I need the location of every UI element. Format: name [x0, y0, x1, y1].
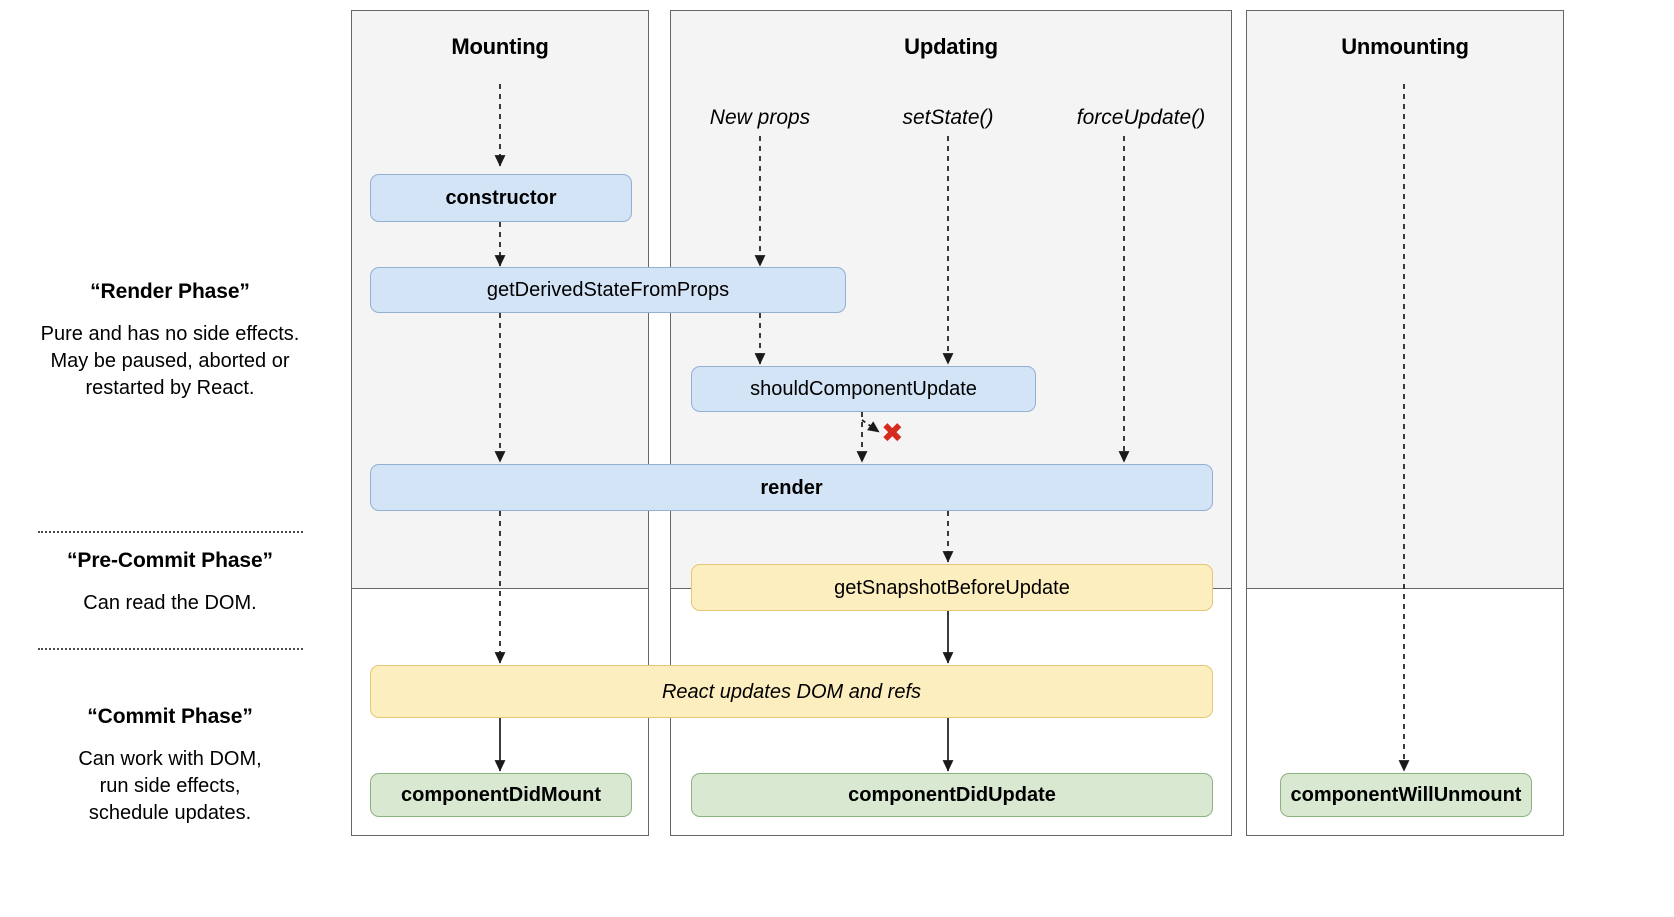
lane-title-mounting: Mounting [451, 34, 549, 59]
legend-divider-bottom [38, 648, 303, 650]
legend-commit-phase-body: Can work with DOM, run side effects, sch… [78, 748, 262, 825]
legend-pre-commit-phase-title: “Pre-Commit Phase” [67, 549, 273, 572]
node-get-derived-state-from-props[interactable]: getDerivedStateFromProps [370, 267, 846, 313]
legend-render-phase-body: Pure and has no side effects. May be pau… [40, 323, 300, 400]
node-should-component-update[interactable]: shouldComponentUpdate [691, 366, 1036, 412]
lane-title-unmounting: Unmounting [1341, 34, 1469, 59]
node-component-will-unmount[interactable]: componentWillUnmount [1280, 773, 1532, 817]
skip-render-x-icon: ✖ [881, 418, 904, 449]
legend-render-phase: “Render Phase” Pure and has no side effe… [0, 279, 340, 402]
trigger-force-update: forceUpdate() [1076, 106, 1206, 129]
legend-commit-phase: “Commit Phase” Can work with DOM, run si… [0, 704, 340, 827]
node-component-did-update[interactable]: componentDidUpdate [691, 773, 1213, 817]
node-component-did-mount[interactable]: componentDidMount [370, 773, 632, 817]
node-react-updates-dom-and-refs[interactable]: React updates DOM and refs [370, 665, 1213, 718]
node-constructor[interactable]: constructor [370, 174, 632, 222]
legend-pre-commit-phase: “Pre-Commit Phase” Can read the DOM. [0, 548, 340, 617]
legend-render-phase-title: “Render Phase” [90, 280, 250, 303]
legend-pre-commit-phase-body: Can read the DOM. [83, 592, 257, 615]
legend-divider-top [38, 531, 303, 533]
lane-unmounting-render-phase [1246, 10, 1564, 588]
trigger-new-props: New props [709, 106, 811, 129]
node-get-snapshot-before-update[interactable]: getSnapshotBeforeUpdate [691, 564, 1213, 611]
node-render[interactable]: render [370, 464, 1213, 511]
legend-commit-phase-title: “Commit Phase” [87, 705, 253, 728]
trigger-set-state: setState() [902, 106, 994, 129]
lane-title-updating: Updating [904, 34, 998, 59]
